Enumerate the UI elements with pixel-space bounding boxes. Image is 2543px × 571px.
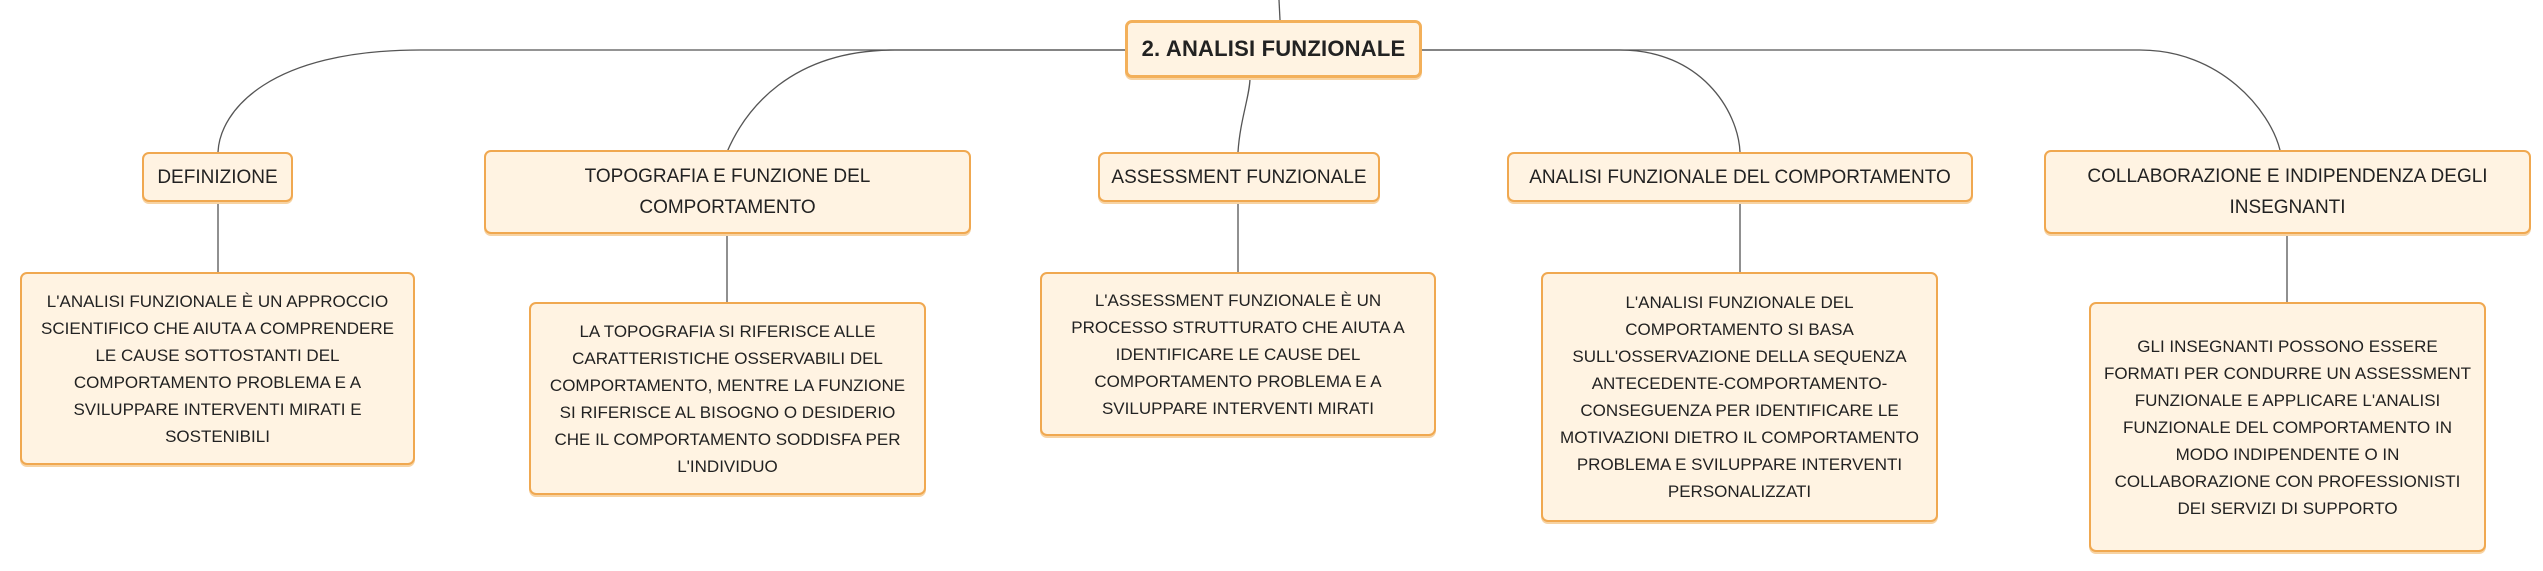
branch-node-analisi-comportamento[interactable]: ANALISI FUNZIONALE DEL COMPORTAMENTO <box>1507 152 1973 202</box>
branch-node-definizione[interactable]: DEFINIZIONE <box>142 152 293 202</box>
branch-label: ASSESSMENT FUNZIONALE <box>1111 166 1367 188</box>
detail-node-analisi-comportamento[interactable]: L'ANALISI FUNZIONALE DEL COMPORTAMENTO S… <box>1541 272 1938 522</box>
detail-node-topografia[interactable]: LA TOPOGRAFIA SI RIFERISCE ALLE CARATTER… <box>529 302 926 495</box>
branch-label: ANALISI FUNZIONALE DEL COMPORTAMENTO <box>1529 166 1951 188</box>
detail-text: L'ANALISI FUNZIONALE È UN APPROCCIO SCIE… <box>41 291 394 446</box>
branch-node-assessment[interactable]: ASSESSMENT FUNZIONALE <box>1098 152 1380 202</box>
branch-node-topografia[interactable]: TOPOGRAFIA E FUNZIONE DEL COMPORTAMENTO <box>484 150 971 234</box>
branch-label: TOPOGRAFIA E FUNZIONE DEL COMPORTAMENTO <box>584 166 871 218</box>
detail-text: L'ANALISI FUNZIONALE DEL COMPORTAMENTO S… <box>1560 293 1919 501</box>
branch-node-collaborazione[interactable]: COLLABORAZIONE E INDIPENDENZA DEGLI INSE… <box>2044 150 2531 234</box>
detail-node-assessment[interactable]: L'ASSESSMENT FUNZIONALE È UN PROCESSO ST… <box>1040 272 1436 436</box>
root-node[interactable]: 2. ANALISI FUNZIONALE <box>1125 20 1422 78</box>
branch-label: DEFINIZIONE <box>157 166 278 188</box>
root-label: 2. ANALISI FUNZIONALE <box>1141 36 1406 61</box>
detail-text: LA TOPOGRAFIA SI RIFERISCE ALLE CARATTER… <box>549 321 906 476</box>
detail-node-definizione[interactable]: L'ANALISI FUNZIONALE È UN APPROCCIO SCIE… <box>20 272 415 465</box>
connector-root-collaborazione <box>1422 49 2281 151</box>
connector-root-definizione <box>217 49 1125 153</box>
branch-label: COLLABORAZIONE E INDIPENDENZA DEGLI INSE… <box>2087 166 2488 218</box>
connector-root-assessment <box>1237 77 1251 153</box>
connector-parent <box>1278 0 1281 21</box>
detail-node-collaborazione[interactable]: GLI INSEGNANTI POSSONO ESSERE FORMATI PE… <box>2089 302 2486 552</box>
connector-root-analisi-comportamento <box>1422 49 1741 153</box>
detail-text: L'ASSESSMENT FUNZIONALE È UN PROCESSO ST… <box>1071 290 1405 418</box>
connector-root-topografia <box>726 49 1125 153</box>
detail-text: GLI INSEGNANTI POSSONO ESSERE FORMATI PE… <box>2103 336 2472 518</box>
